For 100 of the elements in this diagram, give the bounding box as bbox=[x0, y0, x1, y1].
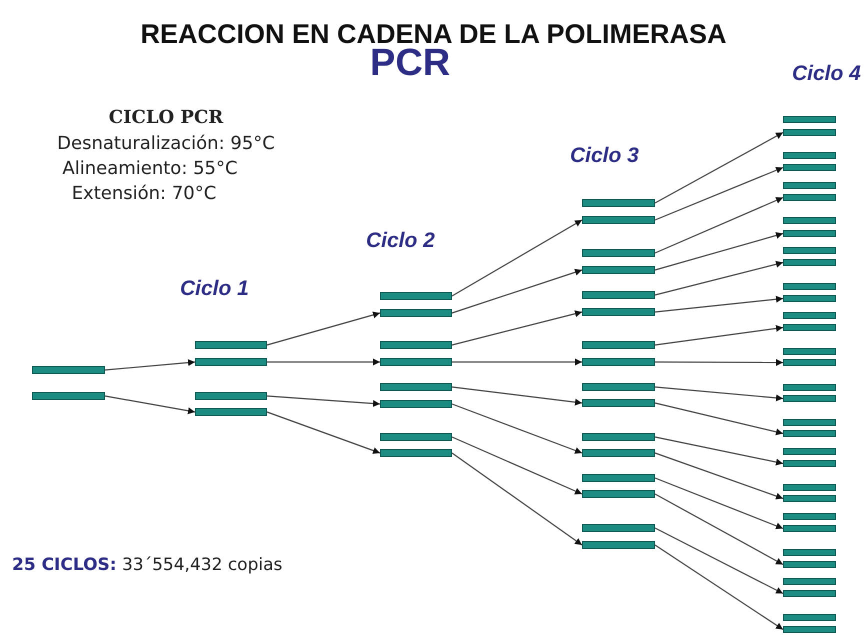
dna-strand bbox=[783, 230, 836, 237]
result-note: 25 CICLOS: 33´554,432 copias bbox=[12, 554, 282, 577]
dna-strand bbox=[380, 309, 452, 317]
dna-strand bbox=[783, 348, 836, 355]
dna-strand bbox=[582, 308, 655, 316]
arrow bbox=[654, 544, 784, 630]
dna-strand bbox=[783, 430, 836, 437]
cycle-label: Ciclo 4 bbox=[792, 61, 861, 87]
dna-strand bbox=[582, 449, 655, 457]
dna-strand bbox=[582, 266, 655, 274]
arrow bbox=[654, 436, 784, 466]
arrow bbox=[654, 386, 784, 402]
dna-strand bbox=[783, 578, 836, 585]
dna-strand bbox=[783, 259, 836, 266]
dna-strand bbox=[783, 495, 836, 502]
dna-strand bbox=[195, 341, 267, 349]
arrow bbox=[266, 395, 380, 407]
dna-strand bbox=[783, 152, 836, 159]
arrow bbox=[452, 403, 582, 454]
step-text: Extensión: 70°C bbox=[72, 182, 216, 206]
dna-strand bbox=[783, 182, 836, 189]
dna-strand bbox=[582, 249, 655, 257]
dna-strand bbox=[783, 525, 836, 532]
arrow bbox=[266, 312, 380, 346]
dna-strand bbox=[582, 199, 655, 207]
dna-strand bbox=[783, 164, 836, 171]
dna-strand bbox=[783, 129, 836, 136]
arrow bbox=[654, 296, 784, 313]
dna-strand bbox=[582, 216, 655, 224]
step-text: Desnaturalización: 95°C bbox=[57, 132, 275, 156]
dna-strand bbox=[783, 419, 836, 426]
dna-strand bbox=[380, 358, 452, 366]
dna-strand bbox=[582, 541, 655, 549]
arrow bbox=[654, 166, 784, 221]
arrow bbox=[655, 358, 783, 366]
dna-strand bbox=[783, 626, 836, 633]
dna-strand bbox=[582, 474, 655, 482]
arrow bbox=[266, 411, 380, 454]
arrow bbox=[104, 359, 196, 371]
arrow bbox=[654, 452, 784, 500]
dna-strand bbox=[582, 291, 655, 299]
arrow bbox=[104, 395, 196, 414]
arrow bbox=[654, 196, 784, 254]
dna-strand bbox=[582, 490, 655, 498]
dna-strand bbox=[783, 460, 836, 467]
arrow bbox=[654, 527, 784, 594]
arrow bbox=[452, 452, 582, 546]
dna-strand bbox=[783, 549, 836, 556]
arrow bbox=[452, 358, 582, 366]
arrow bbox=[654, 477, 784, 530]
dna-strand bbox=[783, 283, 836, 290]
arrow bbox=[267, 358, 380, 366]
cycle-label: Ciclo 3 bbox=[570, 143, 639, 169]
dna-strand bbox=[582, 383, 655, 391]
dna-strand bbox=[380, 292, 452, 300]
dna-strand bbox=[783, 513, 836, 520]
dna-strand bbox=[32, 366, 105, 374]
dna-strand bbox=[783, 116, 836, 123]
dna-strand bbox=[783, 484, 836, 491]
section-heading: CICLO PCR bbox=[108, 106, 224, 130]
dna-strand bbox=[380, 449, 452, 457]
arrow bbox=[452, 436, 582, 495]
arrow bbox=[452, 310, 582, 346]
dna-strand bbox=[783, 295, 836, 302]
arrow bbox=[452, 219, 582, 297]
dna-strand bbox=[582, 524, 655, 532]
dna-strand bbox=[783, 614, 836, 621]
dna-strand bbox=[783, 384, 836, 391]
dna-strand bbox=[195, 392, 267, 400]
dna-strand bbox=[783, 359, 836, 366]
dna-strand bbox=[783, 312, 836, 319]
step-text: Alineamiento: 55°C bbox=[62, 157, 238, 181]
cycle-label: Ciclo 1 bbox=[180, 276, 249, 302]
dna-strand bbox=[582, 433, 655, 441]
dna-strand bbox=[783, 217, 836, 224]
arrow bbox=[654, 402, 784, 436]
dna-strand bbox=[195, 408, 267, 416]
arrow bbox=[654, 232, 784, 271]
dna-strand bbox=[380, 341, 452, 349]
dna-strand bbox=[783, 247, 836, 254]
arrow bbox=[654, 324, 784, 346]
dna-strand bbox=[783, 448, 836, 455]
dna-strand bbox=[380, 433, 452, 441]
dna-strand bbox=[783, 395, 836, 402]
arrow bbox=[654, 493, 784, 566]
cycle-label: Ciclo 2 bbox=[366, 228, 435, 254]
dna-strand bbox=[582, 358, 655, 366]
dna-strand bbox=[380, 400, 452, 408]
arrow bbox=[452, 268, 582, 314]
arrow bbox=[654, 132, 784, 204]
dna-strand bbox=[582, 341, 655, 349]
dna-strand bbox=[380, 383, 452, 391]
arrow bbox=[654, 260, 784, 296]
dna-strand bbox=[783, 194, 836, 201]
dna-strand bbox=[783, 590, 836, 597]
arrow bbox=[452, 386, 582, 406]
dna-strand bbox=[32, 392, 105, 400]
dna-strand bbox=[783, 561, 836, 568]
dna-strand bbox=[195, 358, 267, 366]
dna-strand bbox=[783, 324, 836, 331]
